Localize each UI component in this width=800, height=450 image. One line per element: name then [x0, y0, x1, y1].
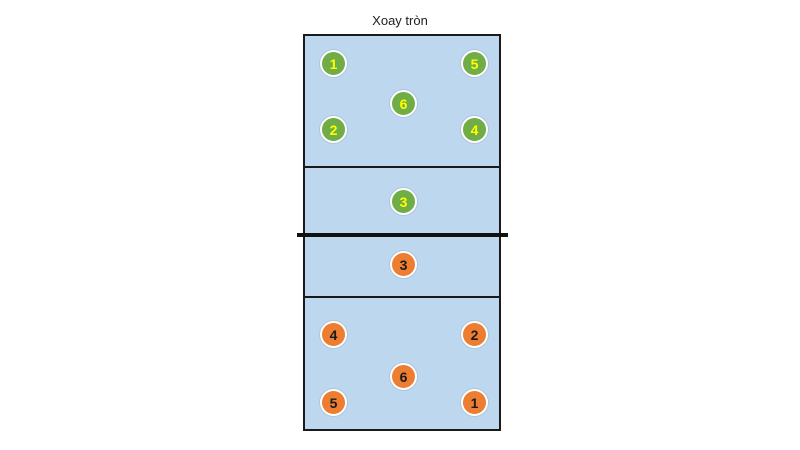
orange-player-4: 4 — [320, 321, 347, 348]
green-player-5: 5 — [461, 50, 488, 77]
orange-player-6: 6 — [390, 363, 417, 390]
green-attack-line — [303, 166, 501, 168]
orange-player-5: 5 — [320, 389, 347, 416]
diagram-title: Xoay tròn — [372, 13, 428, 28]
orange-attack-line — [303, 296, 501, 298]
orange-player-3: 3 — [390, 251, 417, 278]
net — [297, 233, 508, 237]
green-player-1: 1 — [320, 50, 347, 77]
green-player-6: 6 — [390, 90, 417, 117]
green-player-3: 3 — [390, 188, 417, 215]
green-player-2: 2 — [320, 116, 347, 143]
orange-player-2: 2 — [461, 321, 488, 348]
orange-player-1: 1 — [461, 389, 488, 416]
green-player-4: 4 — [461, 116, 488, 143]
